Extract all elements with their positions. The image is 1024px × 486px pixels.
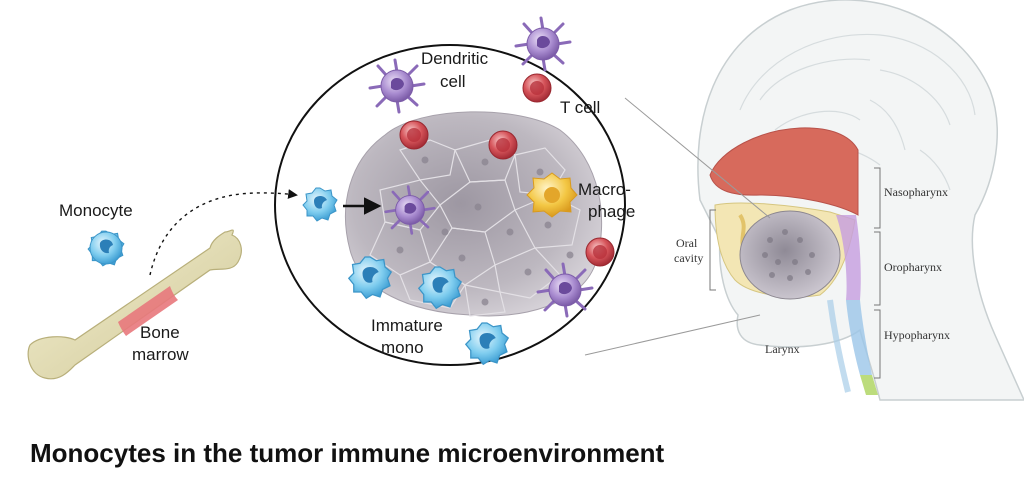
- label-marrow: marrow: [132, 345, 189, 364]
- label-cell: cell: [440, 72, 466, 91]
- dendritic-cell-4: [536, 262, 594, 318]
- bone: [27, 229, 242, 380]
- label-dendritic: Dendritic: [421, 49, 489, 68]
- label-hypopharynx: Hypopharynx: [884, 328, 950, 342]
- zoom-lines: [584, 97, 771, 356]
- label-nasopharynx: Nasopharynx: [884, 185, 948, 199]
- label-mono: mono: [381, 338, 424, 357]
- head-anatomy: [697, 0, 1024, 401]
- label-tcell: T cell: [560, 98, 600, 117]
- label-monocyte: Monocyte: [59, 201, 133, 220]
- dendritic-cell-3: [384, 185, 436, 235]
- t-cell-1: [522, 73, 552, 103]
- dendritic-cell-2: [514, 16, 572, 72]
- zoom-circle: [274, 16, 626, 366]
- label-macro: Macro-: [578, 180, 631, 199]
- t-cell-2: [399, 120, 429, 150]
- bone-marrow-region: [118, 286, 178, 336]
- label-cavity: cavity: [674, 251, 703, 265]
- dendritic-cell-1: [368, 58, 426, 114]
- figure-caption: Monocytes in the tumor immune microenvir…: [30, 438, 665, 468]
- nasal-cavity: [709, 127, 859, 216]
- label-immature: Immature: [371, 316, 443, 335]
- macrophage-cell: [526, 172, 578, 218]
- label-oropharynx: Oropharynx: [884, 260, 942, 274]
- t-cell-4: [585, 237, 615, 267]
- label-phage: phage: [588, 202, 635, 221]
- t-cell-3: [488, 130, 518, 160]
- label-bone: Bone: [140, 323, 180, 342]
- label-oral: Oral: [676, 236, 698, 250]
- label-larynx: Larynx: [765, 342, 800, 356]
- head-tumor: [739, 210, 841, 300]
